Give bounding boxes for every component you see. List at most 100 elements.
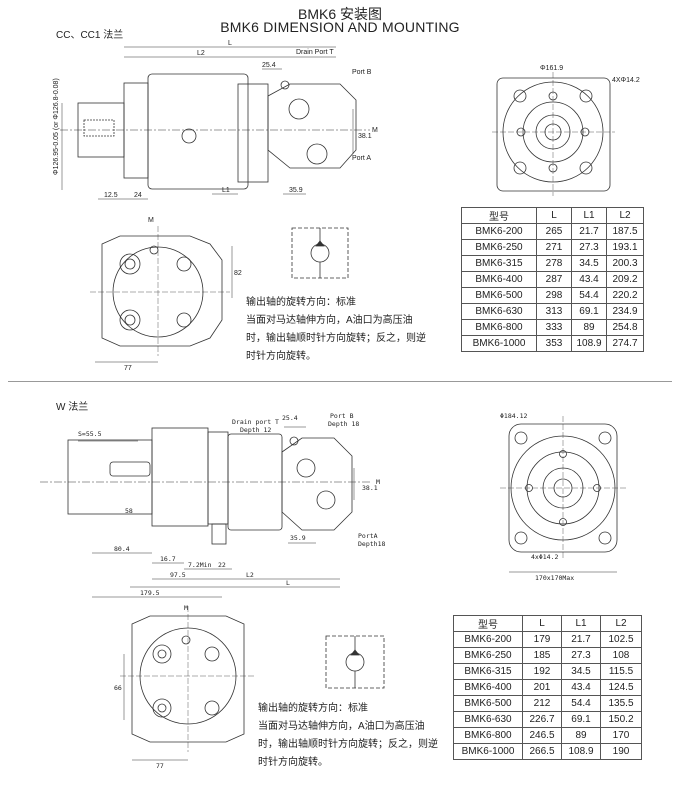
dim-254-w: 25.4: [282, 414, 298, 422]
cell: 190: [600, 743, 642, 760]
cell: 135.5: [600, 695, 642, 712]
cell: BMK6-400: [453, 679, 523, 696]
cell: 54.4: [561, 695, 601, 712]
cell: 179: [522, 631, 562, 648]
cell: 201: [522, 679, 562, 696]
cell: BMK6-200: [453, 631, 523, 648]
label-port-b-w: Port B: [330, 412, 354, 420]
note-line: 时，输出轴顺时针方向旋转；反之，则逆: [258, 739, 438, 750]
dim-shaft: Φ126.95-0.05 (or Φ126.8-0.08): [53, 78, 60, 175]
page-title-en: BMK6 DIMENSION AND MOUNTING: [220, 19, 460, 35]
dim-359-w: 35.9: [290, 534, 306, 542]
dim-975: 97.5: [170, 571, 186, 579]
note-line: 输出轴的旋转方向：标准: [246, 297, 356, 308]
cell: 192: [522, 663, 562, 680]
dim-381: 38.1: [358, 133, 372, 140]
dim-359: 35.9: [289, 187, 303, 194]
cell: 246.5: [522, 727, 562, 744]
dim-m4: M: [184, 604, 188, 612]
dim-167: 16.7: [160, 555, 176, 563]
back-view-cc: [90, 226, 233, 363]
cell: 170: [600, 727, 642, 744]
rotation-note-w: 输出轴的旋转方向：标准 当面对马达轴伸方向，A油口为高压油 时，输出轴顺时针方向…: [258, 700, 448, 772]
note-line: 时针方向旋转。: [246, 351, 316, 362]
dim-holes2: 4xΦ14.2: [531, 553, 558, 561]
dim-254: 25.4: [262, 62, 276, 69]
dim-l2-w: L2: [246, 571, 254, 579]
cell: 43.4: [561, 679, 601, 696]
dim-flange: 170x170Max: [535, 574, 574, 582]
dim-m1: M: [372, 127, 378, 134]
hydraulic-symbol-1: [291, 227, 349, 279]
cell: 274.7: [606, 335, 644, 352]
dim-804: 80.4: [114, 545, 130, 553]
cell: 226.7: [522, 711, 562, 728]
dim-l: L: [228, 40, 232, 47]
col-header-model: 型号: [453, 615, 523, 632]
cell: BMK6-315: [453, 663, 523, 680]
label-depth18: Depth 18: [328, 420, 359, 428]
dim-77: 77: [124, 365, 132, 372]
dim-24: 24: [134, 192, 142, 199]
rotation-note-cc: 输出轴的旋转方向：标准 当面对马达轴伸方向，A油口为高压油 时，输出轴顺时针方向…: [246, 294, 436, 366]
dim-phi18412: Φ184.12: [500, 412, 527, 420]
label-depth18b: Depth18: [358, 540, 385, 548]
cell: 115.5: [600, 663, 642, 680]
label-drain-port-w: Drain port T: [232, 418, 279, 426]
cell: 69.1: [561, 711, 601, 728]
label-port-b: Port B: [352, 69, 372, 76]
front-view-w: [500, 416, 626, 573]
dim-58: 58: [125, 507, 133, 515]
back-view-w: [120, 606, 256, 761]
cell: 34.5: [561, 663, 601, 680]
dim-m2: M: [148, 217, 154, 224]
col-header-l2: L2: [600, 615, 642, 632]
side-view-w-motor: [40, 427, 370, 545]
label-port-a-w: PortA: [358, 532, 378, 540]
dim-m3: M: [376, 478, 380, 486]
col-header-l1: L1: [561, 615, 601, 632]
note-line: 当面对马达轴伸方向，A油口为高压油: [258, 721, 425, 732]
cell: 108: [600, 647, 642, 664]
dim-82: 82: [234, 270, 242, 277]
page-title-cn: BMK6 安装图: [297, 6, 382, 22]
dim-66: 66: [114, 684, 122, 692]
cell: 27.3: [561, 647, 601, 664]
note-line: 时，输出轴顺时针方向旋转；反之，则逆: [246, 333, 426, 344]
dim-l1: L1: [222, 187, 230, 194]
cell: BMK6-1000: [453, 743, 523, 760]
label-port-a: Port A: [352, 155, 371, 162]
dim-l-w: L: [286, 579, 290, 587]
cell: BMK6-800: [453, 727, 523, 744]
dim-77-w: 77: [156, 762, 164, 770]
cell: 21.7: [561, 631, 601, 648]
section1-label: CC、CC1 法兰: [56, 30, 124, 41]
cell: 212: [522, 695, 562, 712]
dim-1795: 179.5: [140, 589, 160, 597]
dim-381-w: 38.1: [362, 484, 378, 492]
note-line: 时针方向旋转。: [258, 757, 328, 768]
cell: 102.5: [600, 631, 642, 648]
dim-phi1619: Φ161.9: [540, 65, 563, 72]
dim-s: S=55.5: [78, 430, 102, 438]
cell: 108.9: [561, 743, 601, 760]
cell: 266.5: [522, 743, 562, 760]
side-view-cc-motor: [60, 73, 370, 190]
label-depth12: Depth 12: [240, 426, 271, 434]
front-view-cc: [492, 72, 615, 196]
cell: BMK6-630: [453, 711, 523, 728]
